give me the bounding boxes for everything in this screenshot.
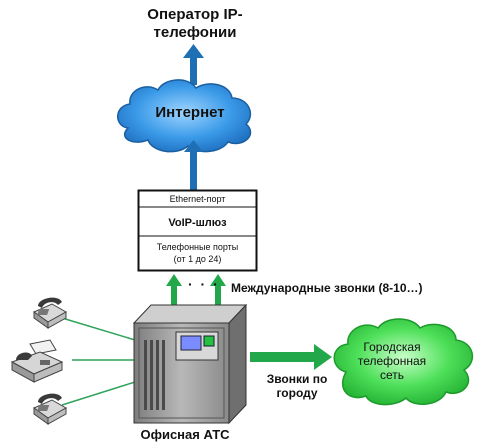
city-calls-line1: Звонки по [266, 372, 328, 386]
gateway-phone-ports-range: (от 1 до 24) [173, 254, 222, 264]
operator-label: Оператор IP- телефонии [125, 6, 265, 42]
internet-label: Интернет [155, 104, 225, 121]
city-network-cloud [333, 318, 474, 406]
city-calls-label: Звонки по городу [252, 372, 342, 400]
city-calls-line2: городу [276, 386, 318, 400]
arrow-to-operator [183, 44, 204, 85]
city-network-line2: телефонная [357, 354, 427, 368]
phone-lines [61, 317, 136, 406]
city-network-line3: сеть [379, 368, 405, 382]
city-network-label: Городская телефонная сеть [344, 340, 440, 382]
telephone-icon [32, 297, 68, 329]
ellipsis-label: · · · [188, 276, 220, 292]
arrows-pbx-to-gateway [166, 274, 226, 316]
pbx-cabinet-icon [132, 303, 248, 425]
gateway-phone-ports: Телефонные порты [156, 242, 239, 252]
pbx-label: Офисная АТС [140, 427, 230, 442]
fax-icon [10, 339, 64, 383]
gateway-ethernet-port: Ethernet-порт [169, 194, 226, 204]
internet-cloud [117, 79, 252, 153]
arrow-pbx-to-city [250, 344, 332, 370]
operator-label-line1: Оператор IP- [147, 6, 243, 23]
arrow-gateway-to-internet [184, 140, 203, 190]
voip-gateway [137, 189, 258, 272]
telephone-icon [32, 393, 68, 425]
city-network-line1: Городская [363, 340, 421, 354]
international-calls-label: Международные звонки (8-10…) [231, 281, 423, 295]
gateway-name: VoIP-шлюз [168, 217, 227, 229]
operator-label-line2: телефонии [153, 24, 237, 41]
